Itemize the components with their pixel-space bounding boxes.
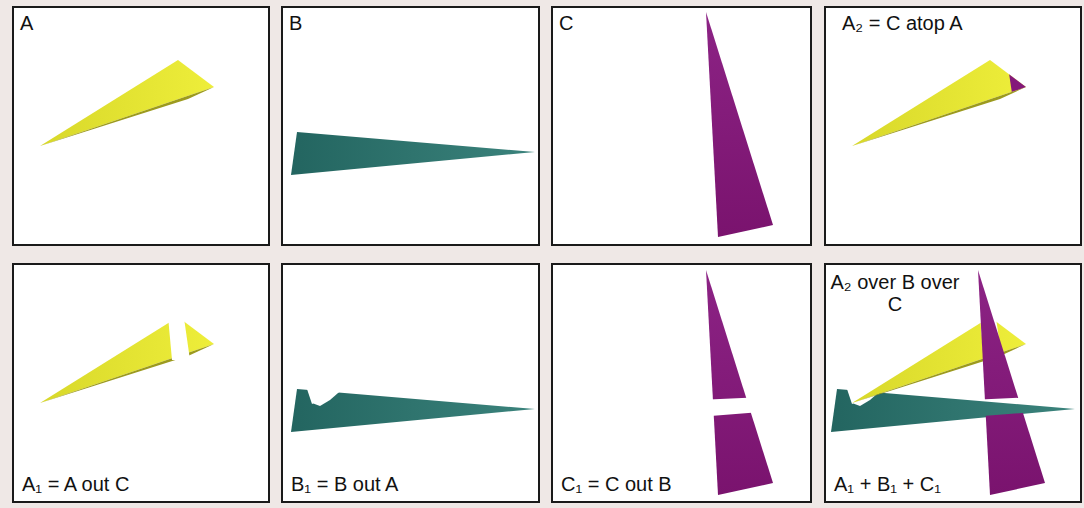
panel-a1: A₁ = A out C xyxy=(12,263,270,503)
panel-label: A xyxy=(20,12,33,34)
shape-c xyxy=(706,12,773,237)
shape-composite xyxy=(831,270,1075,495)
panel-label: A₁ = A out C xyxy=(22,473,129,495)
panel-label: A₂ = C atop A xyxy=(842,12,963,34)
shape-a1 xyxy=(40,317,214,403)
shape-a2 xyxy=(852,40,1034,146)
panel-label: A₂ over B over C xyxy=(830,271,960,315)
panel-label: C xyxy=(559,12,573,34)
panel-c1: C₁ = C out B xyxy=(551,263,812,503)
panel-label: B₁ = B out A xyxy=(291,473,398,495)
shape-b xyxy=(291,132,535,175)
shape-a xyxy=(40,60,214,146)
panel-ground xyxy=(12,6,1082,503)
shape-b1 xyxy=(291,389,535,432)
shape-c1 xyxy=(706,270,773,495)
panel-c: C xyxy=(551,6,812,246)
panel-label: C₁ = C out B xyxy=(561,473,672,495)
panel-label: B xyxy=(289,12,302,34)
panel-b: B xyxy=(281,6,540,246)
panel-a2: A₂ = C atop A xyxy=(824,6,1082,246)
panel-label: A₁ + B₁ + C₁ xyxy=(834,473,941,495)
panel-composite: A₂ over B over C A₁ + B₁ + C₁ xyxy=(824,263,1082,503)
panel-b1: B₁ = B out A xyxy=(281,263,540,503)
panel-a: A xyxy=(12,6,270,246)
